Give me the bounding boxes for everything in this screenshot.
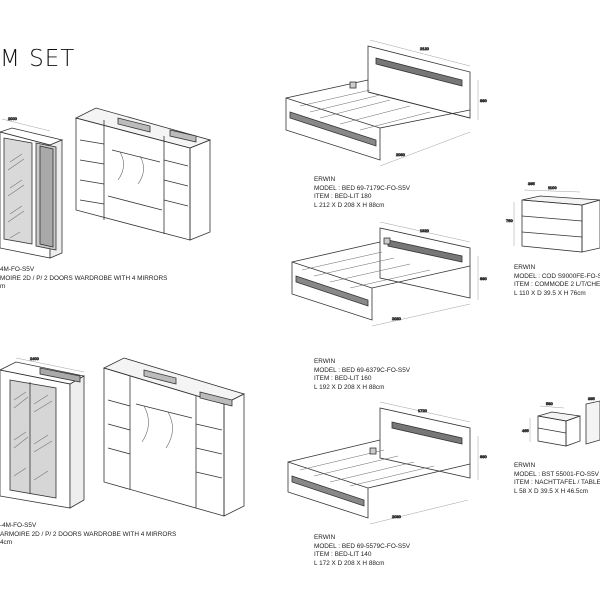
nightstand-drawing: 580 395 465 bbox=[522, 396, 600, 447]
commode-drawing: 1100 395 760 bbox=[506, 181, 600, 253]
bed-180-item: ITEM : BED-LIT 180 bbox=[314, 193, 372, 201]
nightstand-width-dim: 580 bbox=[546, 401, 553, 406]
bed-140-size: L 172 X D 208 X H 88cm bbox=[314, 559, 385, 567]
commode-caption: ERWIN MODEL : COD S9000FE-FO-S ITEM : CO… bbox=[514, 264, 600, 298]
wardrobe-top-width-dim: 2000 bbox=[8, 116, 18, 121]
bed-180-width-dim: 2120 bbox=[420, 46, 430, 51]
wardrobe-bottom-model: -4M-FO-S5V bbox=[0, 522, 37, 529]
nightstand-model: MODEL : BST 55001-FO-S5V bbox=[514, 470, 599, 478]
nightstand-item: ITEM : NACHTTAFEL / TABLE bbox=[514, 479, 600, 487]
wardrobe-top-open-drawing bbox=[74, 107, 212, 241]
commode-model: MODEL : COD S9000FE-FO-S bbox=[514, 272, 600, 280]
bed-180-depth-dim: 2080 bbox=[396, 152, 406, 157]
wardrobe-bottom-open-drawing bbox=[102, 357, 246, 517]
bed-140-width-dim: 1720 bbox=[418, 408, 428, 413]
commode-size: L 110 X D 39.5 X H 76cm bbox=[514, 289, 586, 297]
bed-140-depth-dim: 2080 bbox=[392, 514, 402, 519]
bed-160-item: ITEM : BED-LIT 160 bbox=[314, 375, 372, 383]
wardrobe-top-model: 4M-FO-S5V bbox=[0, 266, 35, 273]
bed-160-caption: ERWIN MODEL : BED 69-6379C-FO-S5V ITEM :… bbox=[314, 358, 410, 392]
bed-140-drawing: 1720 880 2080 bbox=[287, 401, 488, 525]
bed-140-height-dim: 880 bbox=[480, 454, 487, 459]
wardrobe-top-closed-drawing: 2000 bbox=[0, 116, 64, 259]
bed-140-caption: ERWIN MODEL : BED 69-5579C-FO-S5V ITEM :… bbox=[314, 534, 410, 568]
wardrobe-bottom-closed-drawing: 2400 bbox=[0, 356, 86, 509]
bed-160-height-dim: 880 bbox=[480, 276, 487, 281]
wardrobe-top-caption: 4M-FO-S5V MOIRE 2D / P/ 2 DOORS WARDROBE… bbox=[0, 266, 167, 292]
nightstand-size: L 58 X D 39.5 X H 46.5cm bbox=[514, 487, 589, 495]
bed-140-brand: ERWIN bbox=[314, 534, 336, 541]
bed-140-model: MODEL : BED 69-5579C-FO-S5V bbox=[314, 542, 411, 550]
bed-180-drawing: 2120 880 2080 bbox=[285, 39, 488, 167]
nightstand-height-dim: 465 bbox=[522, 428, 529, 433]
bed-160-width-dim: 1920 bbox=[420, 228, 430, 233]
bed-180-height-dim: 880 bbox=[480, 98, 487, 103]
commode-depth-dim: 395 bbox=[528, 181, 535, 186]
bed-160-depth-dim: 2080 bbox=[392, 316, 402, 321]
wardrobe-bottom-width-dim: 2400 bbox=[30, 356, 40, 361]
nightstand-brand: ERWIN bbox=[514, 462, 536, 469]
wardrobe-top-item: MOIRE 2D / P/ 2 DOORS WARDROBE WITH 4 MI… bbox=[0, 274, 168, 282]
bed-160-size: L 192 X D 208 X H 88cm bbox=[314, 383, 385, 391]
wardrobe-bottom-item: ARMOIRE 2D / P/ 2 DOORS WARDROBE WITH 4 … bbox=[0, 530, 177, 538]
bed-160-drawing: 1920 880 2080 bbox=[291, 221, 488, 327]
bed-180-model: MODEL : BED 69-7179C-FO-S5V bbox=[314, 184, 411, 192]
bed-180-caption: ERWIN MODEL : BED 69-7179C-FO-S5V ITEM :… bbox=[314, 176, 410, 210]
wardrobe-bottom-size: 4cm bbox=[0, 539, 13, 547]
nightstand-depth-dim: 395 bbox=[588, 396, 595, 401]
commode-height-dim: 760 bbox=[506, 218, 513, 223]
bed-160-model: MODEL : BED 69-6379C-FO-S5V bbox=[314, 366, 411, 374]
page-title: M SET bbox=[0, 46, 76, 72]
bed-160-brand: ERWIN bbox=[314, 358, 336, 365]
bed-180-size: L 212 X D 208 X H 88cm bbox=[314, 201, 385, 209]
wardrobe-bottom-caption: -4M-FO-S5V ARMOIRE 2D / P/ 2 DOORS WARDR… bbox=[0, 522, 176, 548]
nightstand-caption: ERWIN MODEL : BST 55001-FO-S5V ITEM : NA… bbox=[514, 462, 600, 496]
commode-width-dim: 1100 bbox=[548, 185, 557, 190]
bed-180-brand: ERWIN bbox=[314, 176, 336, 183]
bed-140-item: ITEM : BED-LIT 140 bbox=[314, 551, 372, 559]
commode-brand: ERWIN bbox=[514, 264, 536, 271]
commode-item: ITEM : COMMODE 2 L/T/CHE bbox=[514, 281, 600, 289]
wardrobe-top-size: m bbox=[0, 283, 6, 291]
